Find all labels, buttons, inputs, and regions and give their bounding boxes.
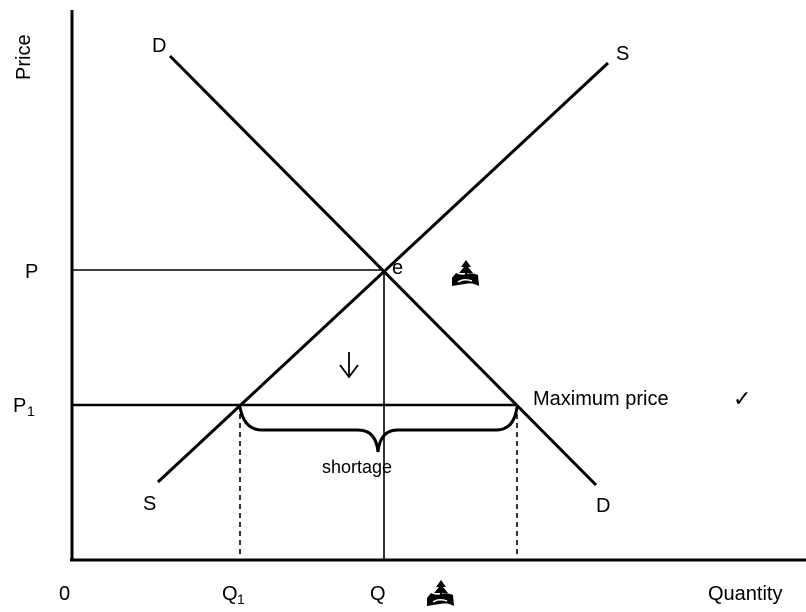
down-arrow-icon <box>339 352 359 379</box>
demand-label-bottom: D <box>596 495 610 517</box>
price-label-p1: P 1 <box>13 395 35 419</box>
check-icon: ✓ <box>733 386 751 411</box>
svg-text:Q: Q <box>222 583 238 605</box>
supply-label-bottom: S <box>143 493 156 515</box>
maximum-price-label: Maximum price <box>533 388 669 410</box>
quantity-label-q1: Q 1 <box>222 583 245 607</box>
landscape-icon <box>452 260 479 286</box>
y-axis-label: Price <box>13 34 35 80</box>
price-label-p: P <box>25 261 38 283</box>
x-axis-label: Quantity <box>708 583 782 605</box>
supply-label-top: S <box>616 43 629 65</box>
svg-text:1: 1 <box>27 403 35 419</box>
shortage-label: shortage <box>322 457 392 477</box>
landscape-icon <box>427 580 454 606</box>
svg-text:P: P <box>13 395 26 417</box>
origin-label: 0 <box>59 583 70 605</box>
equilibrium-label: e <box>392 257 403 279</box>
quantity-label-q: Q <box>370 583 386 605</box>
supply-curve <box>156 61 610 484</box>
shortage-brace <box>238 406 519 453</box>
demand-label-top: D <box>152 35 166 57</box>
svg-text:1: 1 <box>237 591 245 607</box>
